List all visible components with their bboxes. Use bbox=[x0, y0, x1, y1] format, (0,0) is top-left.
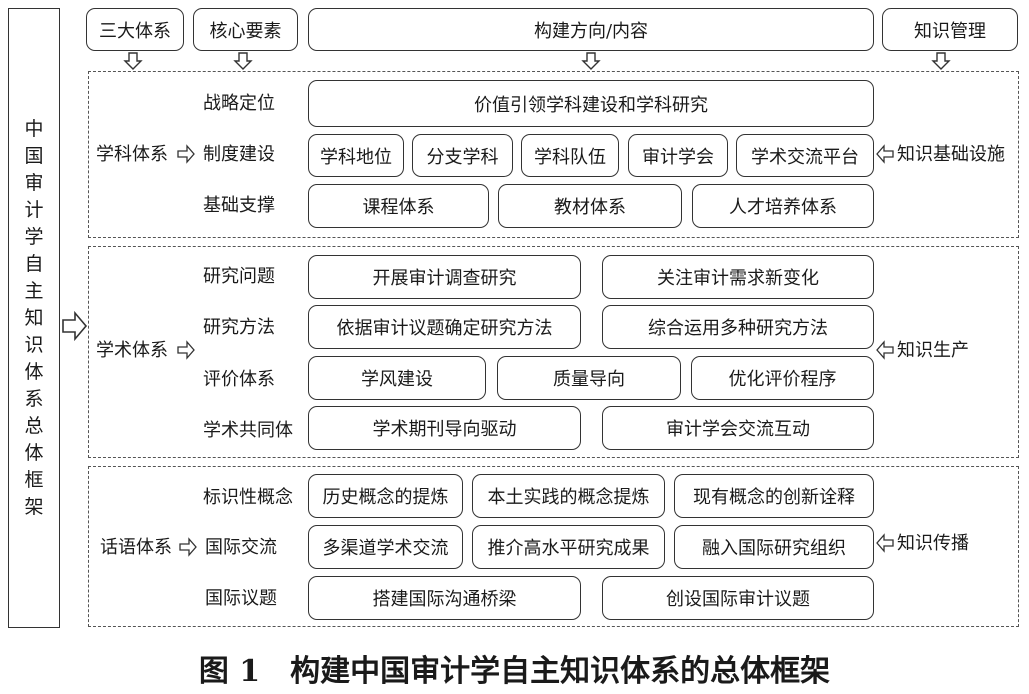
content-box: 推介高水平研究成果 bbox=[472, 525, 665, 569]
system-label: 学术体系 bbox=[96, 340, 168, 361]
content-box: 分支学科 bbox=[412, 134, 513, 177]
main-title-char: 总 bbox=[24, 414, 44, 437]
content-box: 人才培养体系 bbox=[692, 184, 874, 228]
main-title-char: 体 bbox=[24, 360, 44, 383]
content-box: 审计学会 bbox=[628, 134, 728, 177]
factor-label: 国际交流 bbox=[205, 537, 277, 558]
main-title-char: 中 bbox=[24, 117, 44, 140]
main-title-char: 主 bbox=[24, 279, 44, 302]
content-box: 历史概念的提炼 bbox=[308, 474, 463, 518]
content-box: 优化评价程序 bbox=[691, 356, 874, 400]
header-core-elements: 核心要素 bbox=[193, 8, 298, 51]
factor-label: 标识性概念 bbox=[203, 487, 293, 508]
factor-label: 研究方法 bbox=[203, 317, 275, 338]
factor-label: 评价体系 bbox=[203, 369, 275, 390]
content-box: 创设国际审计议题 bbox=[602, 576, 874, 620]
main-title-char: 国 bbox=[24, 144, 44, 167]
main-title-char: 框 bbox=[24, 468, 44, 491]
main-title-char: 自 bbox=[24, 252, 44, 275]
content-box: 质量导向 bbox=[497, 356, 681, 400]
system-label: 学科体系 bbox=[96, 144, 168, 165]
right-arrow-icon bbox=[177, 340, 195, 360]
content-box: 学风建设 bbox=[308, 356, 486, 400]
content-box: 审计学会交流互动 bbox=[602, 406, 874, 450]
content-box: 学科队伍 bbox=[521, 134, 619, 177]
main-title-char: 架 bbox=[24, 495, 44, 518]
main-title: 中 国 审 计 学 自 主 知 识 体 系 总 体 框 架 bbox=[8, 8, 60, 628]
figure-caption: 图 1 构建中国审计学自主知识体系的总体框架 bbox=[198, 654, 831, 689]
header-knowledge-management: 知识管理 bbox=[882, 8, 1018, 51]
content-box: 现有概念的创新诠释 bbox=[674, 474, 874, 518]
content-box: 教材体系 bbox=[498, 184, 682, 228]
right-arrow-icon bbox=[62, 310, 88, 342]
down-arrow-icon bbox=[233, 52, 253, 70]
content-box: 学术期刊导向驱动 bbox=[308, 406, 581, 450]
right-arrow-icon bbox=[177, 144, 195, 164]
knowledge-label: 知识生产 bbox=[897, 340, 969, 361]
knowledge-label: 知识传播 bbox=[897, 533, 969, 554]
left-arrow-icon bbox=[876, 533, 894, 553]
down-arrow-icon bbox=[123, 52, 143, 70]
right-arrow-icon bbox=[179, 537, 197, 557]
content-box: 价值引领学科建设和学科研究 bbox=[308, 80, 874, 127]
main-title-char: 知 bbox=[24, 306, 44, 329]
section-academic-system bbox=[88, 246, 1019, 458]
factor-label: 学术共同体 bbox=[203, 420, 293, 441]
content-box: 多渠道学术交流 bbox=[308, 525, 463, 569]
section-discourse-system bbox=[88, 466, 1019, 627]
content-box: 关注审计需求新变化 bbox=[602, 255, 874, 299]
content-box: 学术交流平台 bbox=[736, 134, 874, 177]
main-title-char: 识 bbox=[24, 333, 44, 356]
factor-label: 基础支撑 bbox=[203, 195, 275, 216]
knowledge-label: 知识基础设施 bbox=[897, 144, 1005, 165]
main-title-char: 学 bbox=[24, 225, 44, 248]
left-arrow-icon bbox=[876, 340, 894, 360]
section-discipline-system bbox=[88, 71, 1019, 238]
down-arrow-icon bbox=[581, 52, 601, 70]
system-label: 话语体系 bbox=[100, 537, 172, 558]
content-box: 开展审计调查研究 bbox=[308, 255, 581, 299]
factor-label: 制度建设 bbox=[203, 144, 275, 165]
content-box: 融入国际研究组织 bbox=[674, 525, 874, 569]
content-box: 依据审计议题确定研究方法 bbox=[308, 305, 581, 349]
content-box: 课程体系 bbox=[308, 184, 489, 228]
content-box: 本土实践的概念提炼 bbox=[472, 474, 665, 518]
main-title-char: 计 bbox=[24, 198, 44, 221]
main-title-char: 体 bbox=[24, 441, 44, 464]
factor-label: 研究问题 bbox=[203, 266, 275, 287]
down-arrow-icon bbox=[931, 52, 951, 70]
header-three-systems: 三大体系 bbox=[86, 8, 184, 51]
main-title-char: 审 bbox=[24, 171, 44, 194]
main-title-char: 系 bbox=[24, 387, 44, 410]
factor-label: 战略定位 bbox=[203, 93, 275, 114]
header-direction-content: 构建方向/内容 bbox=[308, 8, 874, 51]
left-arrow-icon bbox=[876, 144, 894, 164]
content-box: 搭建国际沟通桥梁 bbox=[308, 576, 581, 620]
factor-label: 国际议题 bbox=[205, 588, 277, 609]
content-box: 综合运用多种研究方法 bbox=[602, 305, 874, 349]
content-box: 学科地位 bbox=[308, 134, 404, 177]
